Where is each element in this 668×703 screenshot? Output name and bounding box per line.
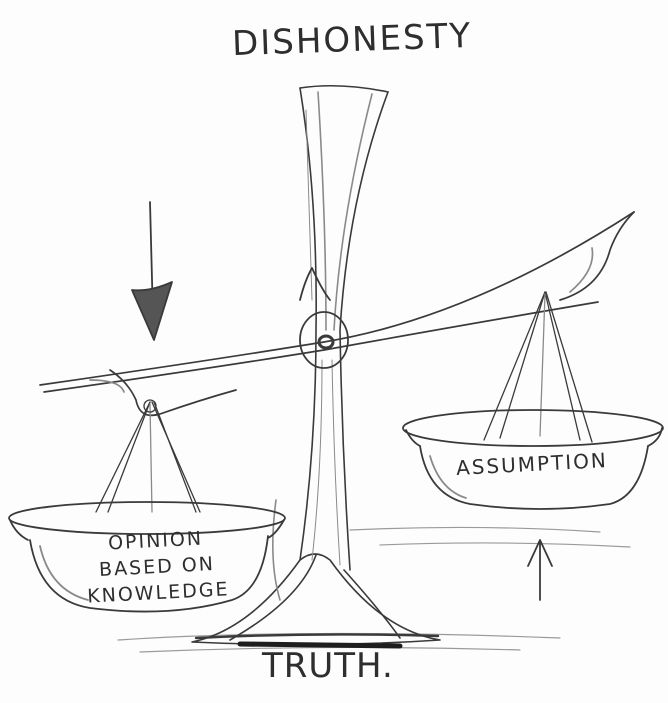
left-pan-label: OPINION BASED ON KNOWLEDGE [50, 523, 264, 612]
down-arrow [132, 202, 172, 340]
stand-column [273, 86, 388, 600]
left-pan-strings [96, 400, 200, 512]
bottom-label: TRUTH. [262, 646, 394, 686]
right-pan-strings [484, 292, 592, 442]
top-label: DISHONESTY [231, 16, 472, 64]
up-arrow [528, 540, 552, 600]
